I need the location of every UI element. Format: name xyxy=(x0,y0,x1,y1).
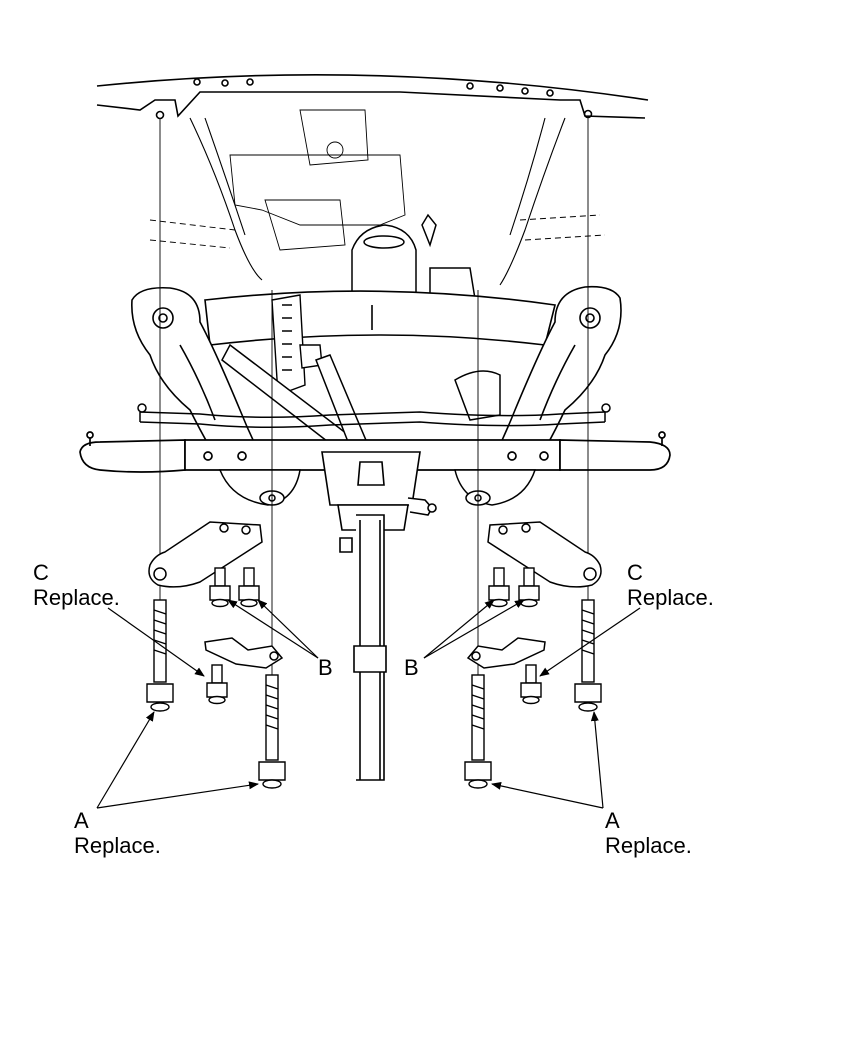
bolt-b-right-2 xyxy=(518,567,540,608)
arrow-a-right-1 xyxy=(590,711,604,809)
callout-note: Replace. xyxy=(74,833,161,858)
callout-a-right: A Replace. xyxy=(605,808,692,858)
arrow-c-right xyxy=(539,607,641,677)
callout-letter: A xyxy=(605,808,620,833)
bolt-c-right xyxy=(520,664,542,705)
bolt-a-left-outer xyxy=(146,599,174,712)
left-small-bracket xyxy=(204,637,284,669)
left-lower-arm xyxy=(131,286,270,481)
callout-note: Replace. xyxy=(33,585,120,610)
callout-c-right: C Replace. xyxy=(627,560,714,610)
arrow-a-left-2 xyxy=(96,781,259,809)
alignment-lines xyxy=(159,118,589,680)
steering-shaft xyxy=(339,514,387,781)
callout-note: Replace. xyxy=(627,585,714,610)
callout-note: Replace. xyxy=(605,833,692,858)
right-small-bracket xyxy=(466,637,546,669)
stabilizer-bar xyxy=(137,403,611,429)
upper-crossmember xyxy=(204,290,556,346)
arrow-c-left xyxy=(107,607,205,677)
bolt-a-right-inner xyxy=(464,674,492,789)
bolt-b-right-1 xyxy=(488,567,510,608)
callout-letter: B xyxy=(404,655,419,680)
callout-a-left: A Replace. xyxy=(74,808,161,858)
callout-letter: C xyxy=(627,560,643,585)
callout-b-right: B xyxy=(404,655,419,680)
callout-letter: B xyxy=(318,655,333,680)
bolt-c-left xyxy=(206,664,228,705)
diagonal-braces xyxy=(221,343,501,457)
engine-transmission-outline xyxy=(149,109,606,251)
arrow-a-left-1 xyxy=(96,711,155,809)
arrow-b-left-1 xyxy=(227,599,319,659)
callout-letter: C xyxy=(33,560,49,585)
right-stiffener-bracket xyxy=(487,521,602,588)
callout-c-left: C Replace. xyxy=(33,560,120,610)
callout-letter: A xyxy=(74,808,89,833)
center-mount-bracket xyxy=(321,451,437,531)
left-stiffener-bracket xyxy=(148,521,263,588)
vehicle-body-underside xyxy=(96,74,649,286)
arrow-a-right-2 xyxy=(491,781,604,809)
callout-b-left: B xyxy=(318,655,333,680)
arrow-b-right-2 xyxy=(423,599,525,659)
arrow-b-right-1 xyxy=(423,599,495,659)
leader-arrows xyxy=(96,599,641,809)
bolt-a-left-inner xyxy=(258,674,286,789)
bolt-b-left-2 xyxy=(238,567,260,608)
bolt-a-right-outer xyxy=(574,599,602,712)
arrow-b-left-2 xyxy=(257,599,319,659)
